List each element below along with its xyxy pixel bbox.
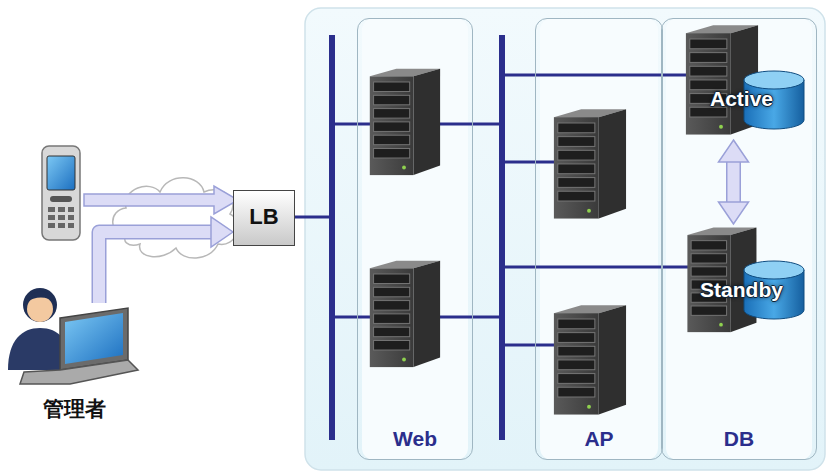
node-label: Active	[673, 87, 810, 111]
node-label: AP	[536, 427, 662, 451]
db-server: Standby	[673, 226, 810, 334]
arrow-outline	[726, 162, 741, 202]
arrow-connector	[99, 217, 233, 303]
arrow-head	[211, 217, 233, 247]
load-balancer-box: LB	[233, 190, 295, 246]
tier-column: DB ActiveStandby	[661, 18, 817, 460]
arrow-outline	[99, 232, 211, 303]
arrow-body	[728, 162, 740, 202]
arrow-head	[719, 140, 749, 162]
tier-column: AP	[535, 18, 663, 460]
node-label: LB	[234, 204, 294, 230]
node-label: 管理者	[0, 395, 149, 423]
arrow-connector	[719, 140, 749, 224]
arrow-head	[719, 202, 749, 224]
node-label: DB	[662, 427, 816, 451]
arrow-body	[99, 232, 211, 303]
db-server: Active	[673, 21, 810, 138]
admin-figure: 管理者	[0, 285, 149, 420]
node-label: Standby	[673, 278, 810, 302]
node-label: Web	[358, 427, 472, 451]
tier-column: Web	[357, 18, 473, 460]
